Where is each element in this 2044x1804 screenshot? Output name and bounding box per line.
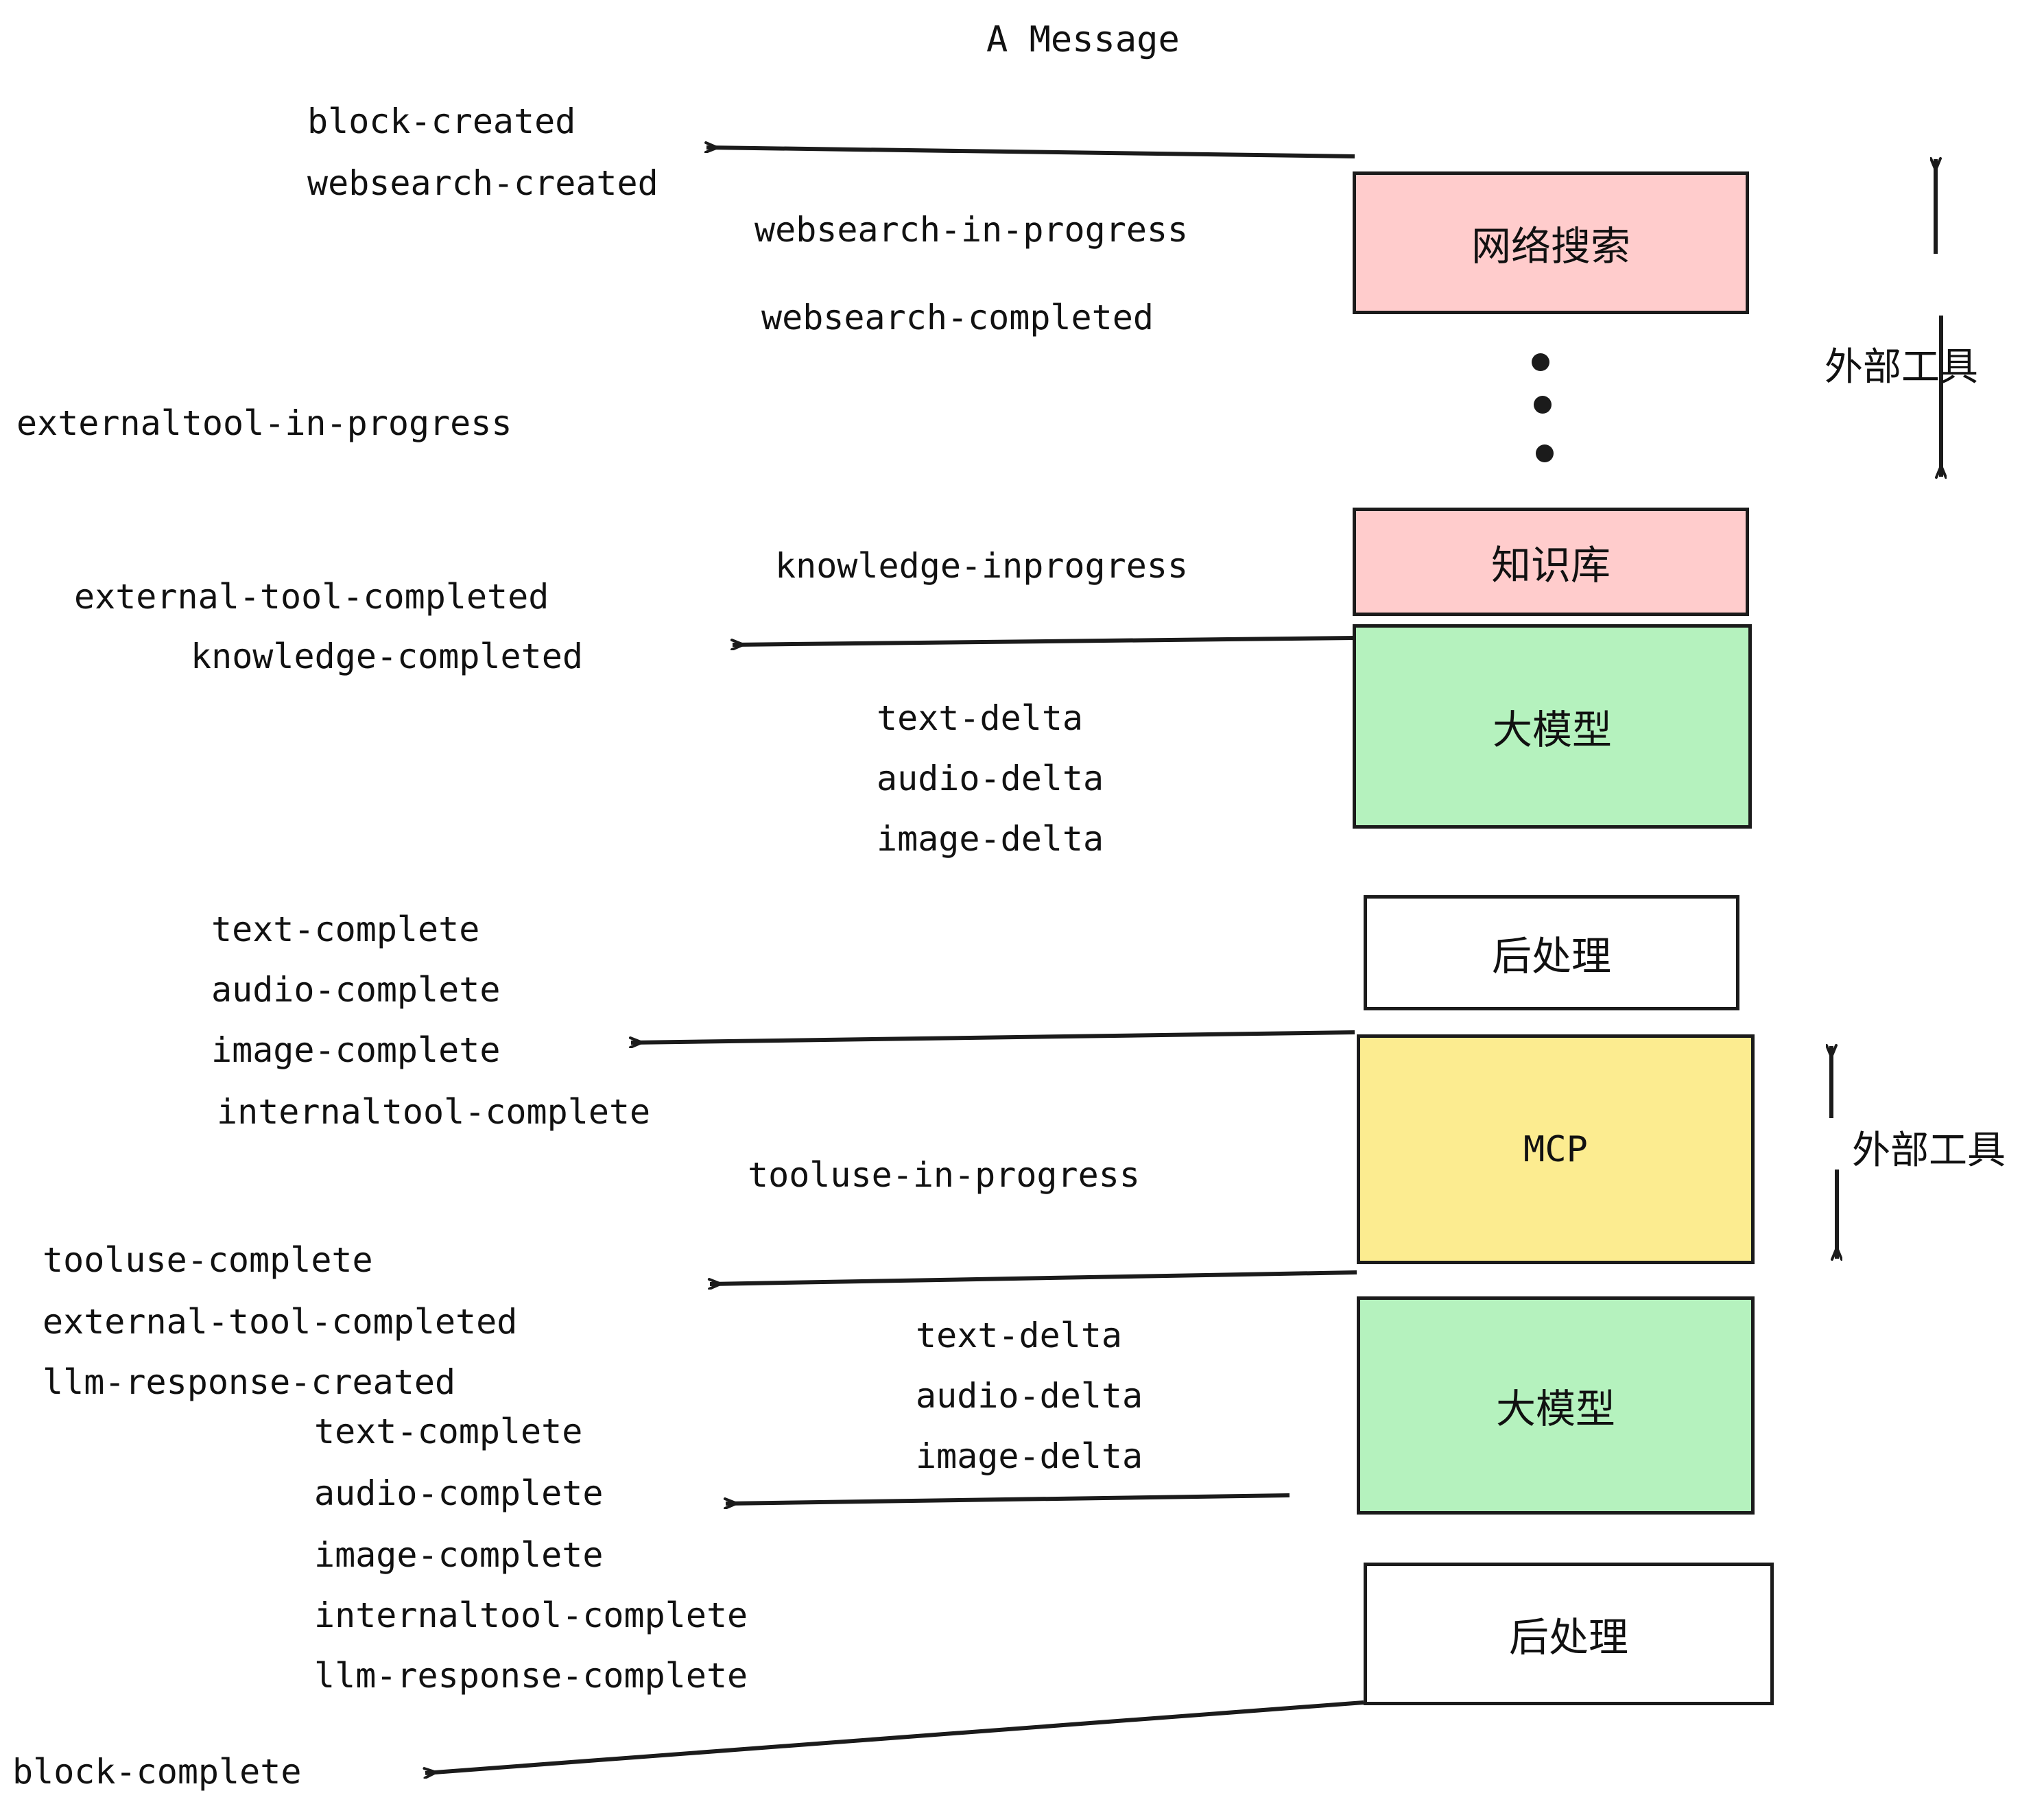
event-label-knowledge-completed: knowledge-completed [191,637,583,676]
event-label-audio-complete-1: audio-complete [211,970,501,1010]
diagram-title: A Message [986,19,1180,60]
event-label-block-created: block-created [307,102,576,141]
node-box-llm-first: 大模型 [1353,624,1752,829]
node-box-mcp: MCP [1357,1034,1755,1264]
event-label-image-complete-1: image-complete [211,1030,501,1070]
event-label-websearch-created: websearch-created [307,163,658,203]
event-label-external-tool-completed-1: external-tool-completed [74,577,549,617]
event-label-tooluse-complete: tooluse-complete [43,1240,373,1280]
event-label-tooluse-in-progress: tooluse-in-progress [748,1155,1140,1195]
node-label-websearch: 网络搜索 [1471,223,1630,270]
event-label-text-delta-2: text-delta [916,1316,1123,1355]
arrow-websearch-to-blockcreated [706,147,1355,158]
ellipsis-dot [1532,353,1549,371]
arrow-postprocess-to-imagecomplete [631,1030,1355,1043]
side-label-external-tool-top: 外部工具 [1825,345,1978,390]
arrow-llm-to-audiocomplete [726,1493,1290,1504]
node-label-llm-second: 大模型 [1495,1386,1615,1432]
node-box-postprocess-first: 后处理 [1364,895,1739,1010]
side-label-external-tool-bottom: 外部工具 [1852,1128,2006,1173]
node-box-knowledge: 知识库 [1353,508,1749,616]
node-box-postprocess-second: 后处理 [1364,1563,1774,1705]
event-label-externaltool-in-progress: externaltool-in-progress [16,403,512,443]
event-label-image-delta-1: image-delta [877,819,1104,859]
arrow-mcp-to-tooluse-complete [710,1270,1357,1284]
ellipsis-dot [1536,444,1554,462]
event-label-text-complete-1: text-complete [211,910,480,949]
event-label-llm-response-complete: llm-response-complete [314,1656,748,1696]
event-label-internaltool-complete-1: internaltool-complete [217,1092,651,1132]
event-label-audio-complete-2: audio-complete [314,1473,604,1513]
event-label-text-complete-2: text-complete [314,1412,583,1451]
node-label-llm-first: 大模型 [1492,707,1612,753]
event-label-websearch-in-progress: websearch-in-progress [754,210,1189,250]
arrow-knowledge-to-completed [733,636,1355,645]
node-label-postprocess-first: 后处理 [1491,933,1611,980]
node-box-websearch: 网络搜索 [1353,171,1749,314]
event-label-websearch-completed: websearch-completed [761,298,1154,337]
event-label-block-complete: block-complete [12,1752,302,1792]
event-label-text-delta-1: text-delta [877,698,1084,738]
event-label-knowledge-inprogress: knowledge-inprogress [775,546,1189,586]
event-label-audio-delta-1: audio-delta [877,759,1104,798]
event-label-external-tool-completed-2: external-tool-completed [43,1302,518,1342]
node-label-mcp: MCP [1523,1128,1588,1170]
node-label-knowledge: 知识库 [1490,542,1611,589]
event-label-audio-delta-2: audio-delta [916,1376,1143,1416]
node-box-llm-second: 大模型 [1357,1296,1755,1515]
ellipsis-dot [1534,396,1552,414]
event-label-image-delta-2: image-delta [916,1436,1143,1476]
event-label-image-complete-2: image-complete [314,1535,604,1575]
event-label-llm-response-created: llm-response-created [43,1362,456,1402]
event-label-internaltool-complete-2: internaltool-complete [314,1595,748,1635]
node-label-postprocess-second: 后处理 [1508,1614,1628,1661]
arrow-postprocess-to-blockcomplete [425,1700,1364,1773]
